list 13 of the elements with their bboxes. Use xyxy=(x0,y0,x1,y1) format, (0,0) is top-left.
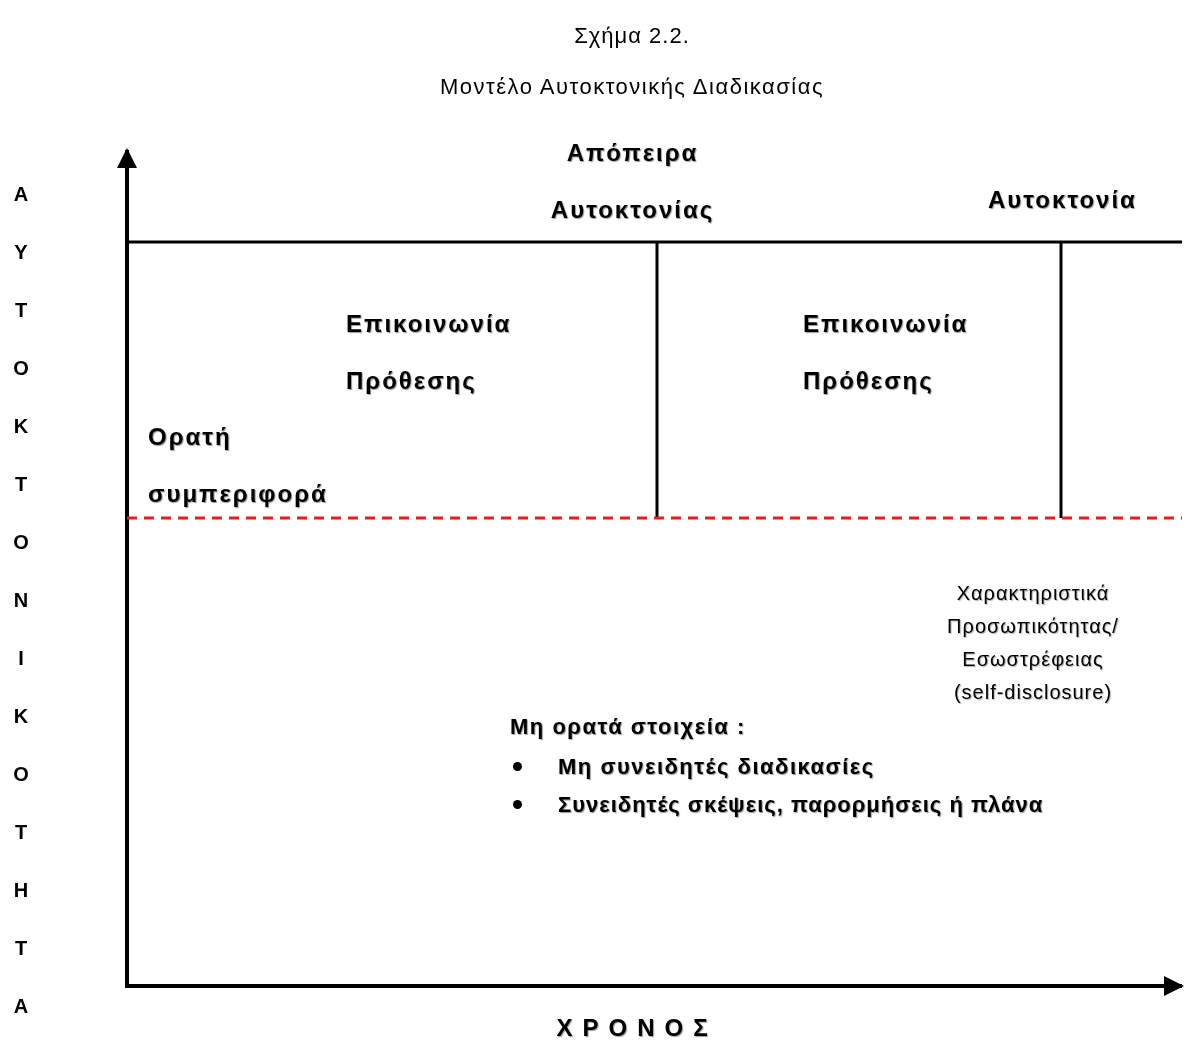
figure-title: Σχήμα 2.2. xyxy=(573,22,691,50)
axis-title: ΧΡΟΝΟΣ xyxy=(555,1013,719,1043)
stage-label: Επικοινωνία Πρόθεσης xyxy=(346,309,513,396)
list-heading: Μη ορατά στοιχεία : xyxy=(510,713,746,741)
axis-title: ΑΥΤΟΚΤΟΝΙΚΟΤΗΤΑ xyxy=(12,182,30,1019)
stage-label: Επικοινωνία Πρόθεσης xyxy=(803,309,970,396)
list-item: Μη συνειδητές διαδικασίες xyxy=(558,753,875,781)
figure-subtitle: Μοντέλο Αυτοκτονικής Διαδικασίας xyxy=(438,73,826,101)
note-text: Χαρακτηριστικά Προσωπικότητας/ Εσωστρέφειας (self-disclosure) xyxy=(946,581,1120,705)
event-label: Απόπειρα Αυτοκτονίας xyxy=(549,138,716,225)
list-item: Συνειδητές σκέψεις, παρορμήσεις ή πλάνα xyxy=(558,791,1044,819)
stage-label: Ορατή συμπεριφορά xyxy=(148,422,329,509)
event-label: Αυτοκτονία xyxy=(988,185,1137,215)
